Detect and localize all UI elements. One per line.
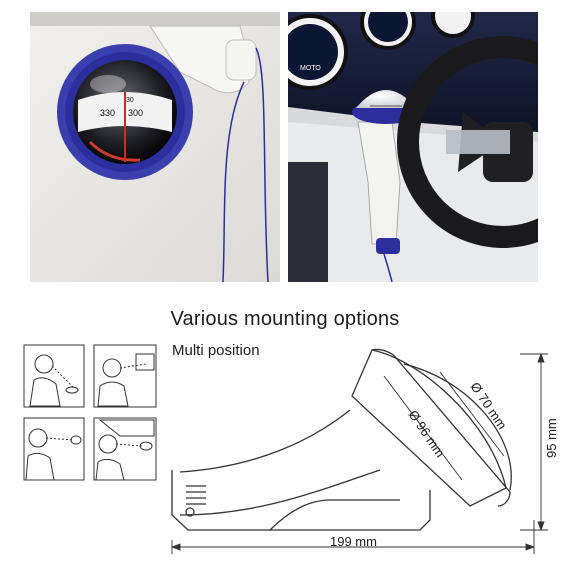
photo-dashboard-mount: MOTO [288, 12, 538, 282]
dimension-height: 95 mm [544, 418, 559, 458]
mounting-diagram: 199 mm 95 mm Ø 96 mm Ø 70 mm [0, 340, 570, 570]
pictogram-overhead-left [23, 344, 85, 408]
section-heading: Various mounting options [170, 308, 400, 330]
compass-mark-300: 300 [128, 108, 143, 118]
pictogram-overhead-right [93, 344, 157, 408]
compass-profile-drawing [171, 348, 512, 531]
pictogram-bracket-right [93, 417, 157, 481]
photo-ceiling-mount: 330 300 30 [30, 12, 280, 282]
section-subheading: Multi position [172, 342, 260, 359]
gauge-label: MOTO [300, 65, 321, 72]
compass-mark-30: 30 [126, 97, 134, 104]
dimension-width: 199 mm [330, 534, 377, 549]
pictogram-bracket-left [23, 417, 85, 481]
dimension-lines [170, 352, 548, 554]
compass-mark-330: 330 [100, 108, 115, 118]
